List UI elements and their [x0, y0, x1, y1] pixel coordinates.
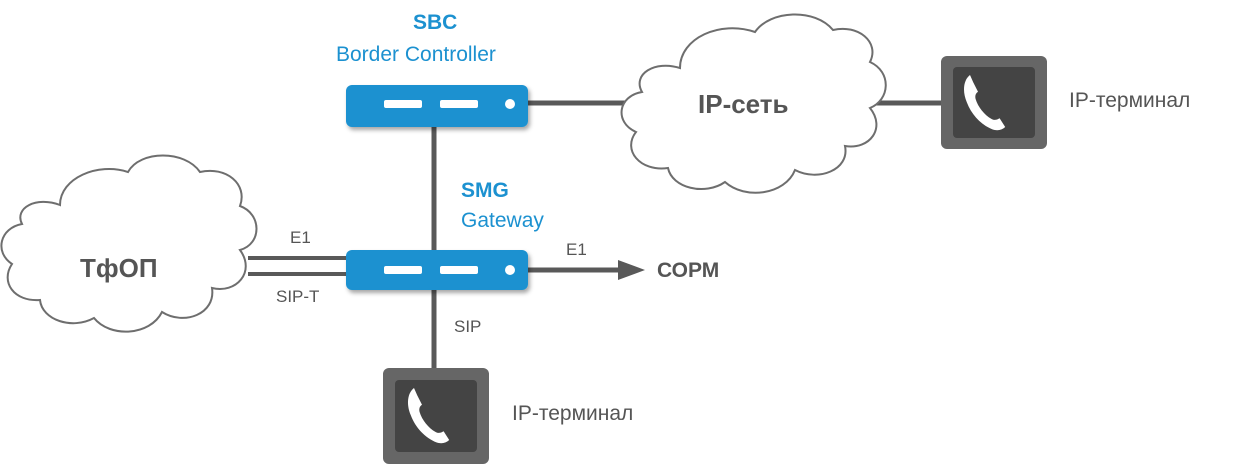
smg-device-icon — [346, 250, 528, 290]
pstn-cloud-icon — [0, 154, 258, 333]
ip-terminal-bottom-label: IP-терминал — [512, 402, 634, 425]
pstn-sipt-label: SIP-T — [276, 287, 320, 306]
smg-description-label: Gateway — [461, 209, 544, 232]
ip-network-label: IP-сеть — [698, 89, 789, 119]
arrow-to-sorm-icon — [618, 260, 645, 280]
terminal-sip-label: SIP — [454, 317, 482, 336]
ip-terminal-top-label: IP-терминал — [1069, 89, 1191, 112]
ip-terminal-bottom-icon — [383, 368, 489, 464]
smg-name-label: SMG — [461, 179, 509, 202]
pstn-e1-label: E1 — [290, 228, 311, 247]
sbc-description-label: Border Controller — [336, 43, 496, 66]
sbc-device-icon — [346, 85, 528, 127]
ip-network-cloud-icon — [620, 13, 887, 194]
ip-terminal-top-icon — [941, 56, 1047, 149]
pstn-label: ТфОП — [80, 253, 158, 283]
sorm-e1-label: E1 — [566, 240, 587, 259]
sbc-name-label: SBC — [413, 11, 458, 34]
sorm-label: СОРМ — [657, 259, 720, 282]
